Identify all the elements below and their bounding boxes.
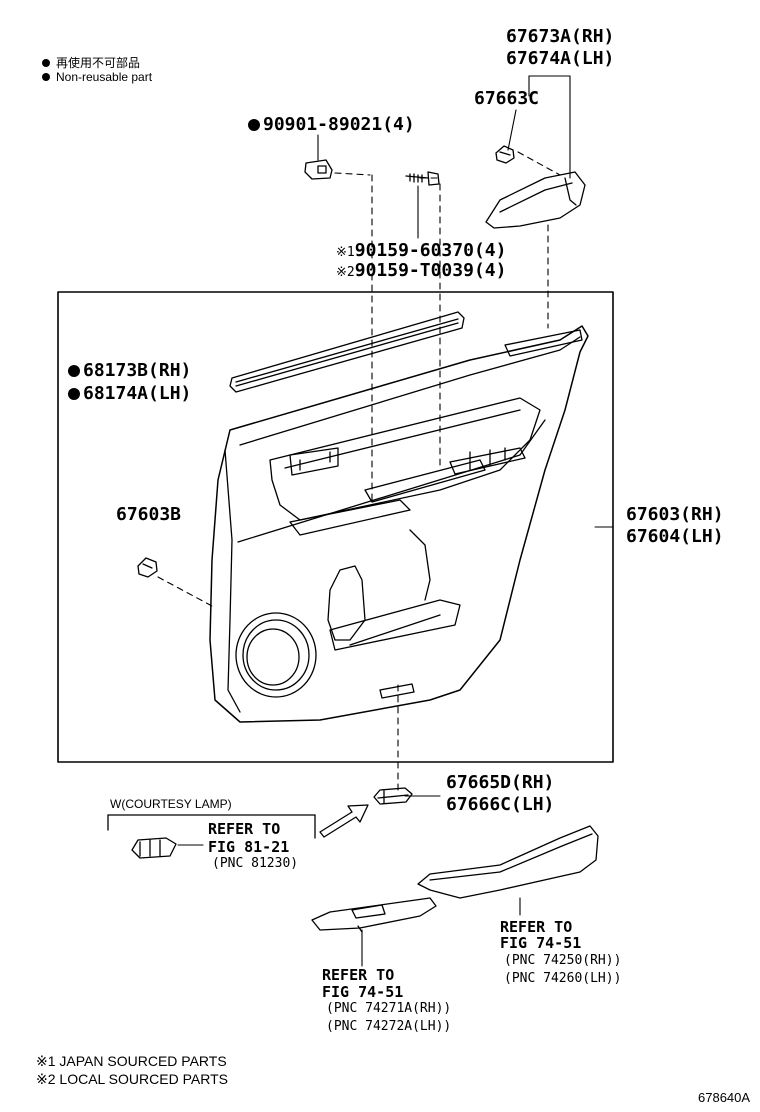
courtesy-refer: REFER TO bbox=[208, 820, 281, 838]
part-67663c: 67663C bbox=[474, 88, 540, 109]
part-67604: 67604(LH) bbox=[626, 526, 724, 547]
part-90159-jp: ※190159-60370(4) bbox=[336, 240, 507, 261]
part-90159-local: ※290159-T0039(4) bbox=[336, 260, 507, 281]
courtesy-title: W(COURTESY LAMP) bbox=[110, 797, 232, 811]
armrest-pnc-rh: (PNC 74250(RH)) bbox=[504, 953, 622, 968]
screw-90159 bbox=[405, 171, 440, 186]
part-67665d: 67665D(RH) bbox=[446, 772, 555, 793]
clip-90901 bbox=[304, 159, 333, 180]
courtesy-fig[interactable]: FIG 81-21 bbox=[208, 838, 290, 856]
legend-line-1: 再使用不可部品 bbox=[42, 54, 140, 71]
switch-pnc-rh: (PNC 74271A(RH)) bbox=[326, 1001, 452, 1016]
part-68173b: 68173B(RH) bbox=[68, 360, 191, 381]
bullet-icon bbox=[42, 73, 50, 81]
switch-base-74271a bbox=[311, 897, 437, 933]
bullet-icon bbox=[42, 59, 50, 67]
non-reusable-icon bbox=[248, 119, 260, 131]
door-trim-panel bbox=[209, 325, 589, 723]
switch-fig[interactable]: FIG 74-51 bbox=[322, 983, 404, 1001]
weatherstrip-68173b bbox=[229, 311, 465, 393]
part-67666c: 67666C(LH) bbox=[446, 794, 555, 815]
clip-67603b bbox=[137, 557, 158, 578]
figure-id: 678640A bbox=[698, 1090, 751, 1105]
armrest-refer: REFER TO bbox=[500, 918, 573, 936]
arrow-icon bbox=[319, 804, 369, 838]
part-68174a: 68174A(LH) bbox=[68, 383, 191, 404]
part-67674a: 67674A(LH) bbox=[506, 48, 615, 69]
courtesy-lamp-67665d bbox=[373, 787, 413, 805]
footnote-local: ※2 LOCAL SOURCED PARTS bbox=[36, 1071, 228, 1087]
dashed-lines bbox=[157, 151, 561, 791]
armrest-fig[interactable]: FIG 74-51 bbox=[500, 934, 582, 952]
non-reusable-icon bbox=[68, 365, 80, 377]
non-reusable-icon bbox=[68, 388, 80, 400]
part-90901: 90901-89021(4) bbox=[248, 114, 415, 135]
armrest-pnc-lh: (PNC 74260(LH)) bbox=[504, 971, 622, 986]
switch-pnc-lh: (PNC 74272A(LH)) bbox=[326, 1019, 452, 1034]
switch-refer: REFER TO bbox=[322, 966, 395, 984]
upper-garnish-67673a bbox=[485, 171, 586, 229]
courtesy-lamp-socket bbox=[131, 837, 177, 859]
part-67603b: 67603B bbox=[116, 504, 182, 525]
part-67603: 67603(RH) bbox=[626, 504, 724, 525]
legend-line-2: Non-reusable part bbox=[42, 70, 152, 84]
clip-67663c bbox=[495, 145, 515, 164]
footnote-japan: ※1 JAPAN SOURCED PARTS bbox=[36, 1053, 227, 1069]
leader-lines bbox=[177, 75, 614, 967]
courtesy-pnc: (PNC 81230) bbox=[212, 856, 299, 871]
part-67673a: 67673A(RH) bbox=[506, 26, 615, 47]
armrest-74250 bbox=[417, 825, 599, 899]
